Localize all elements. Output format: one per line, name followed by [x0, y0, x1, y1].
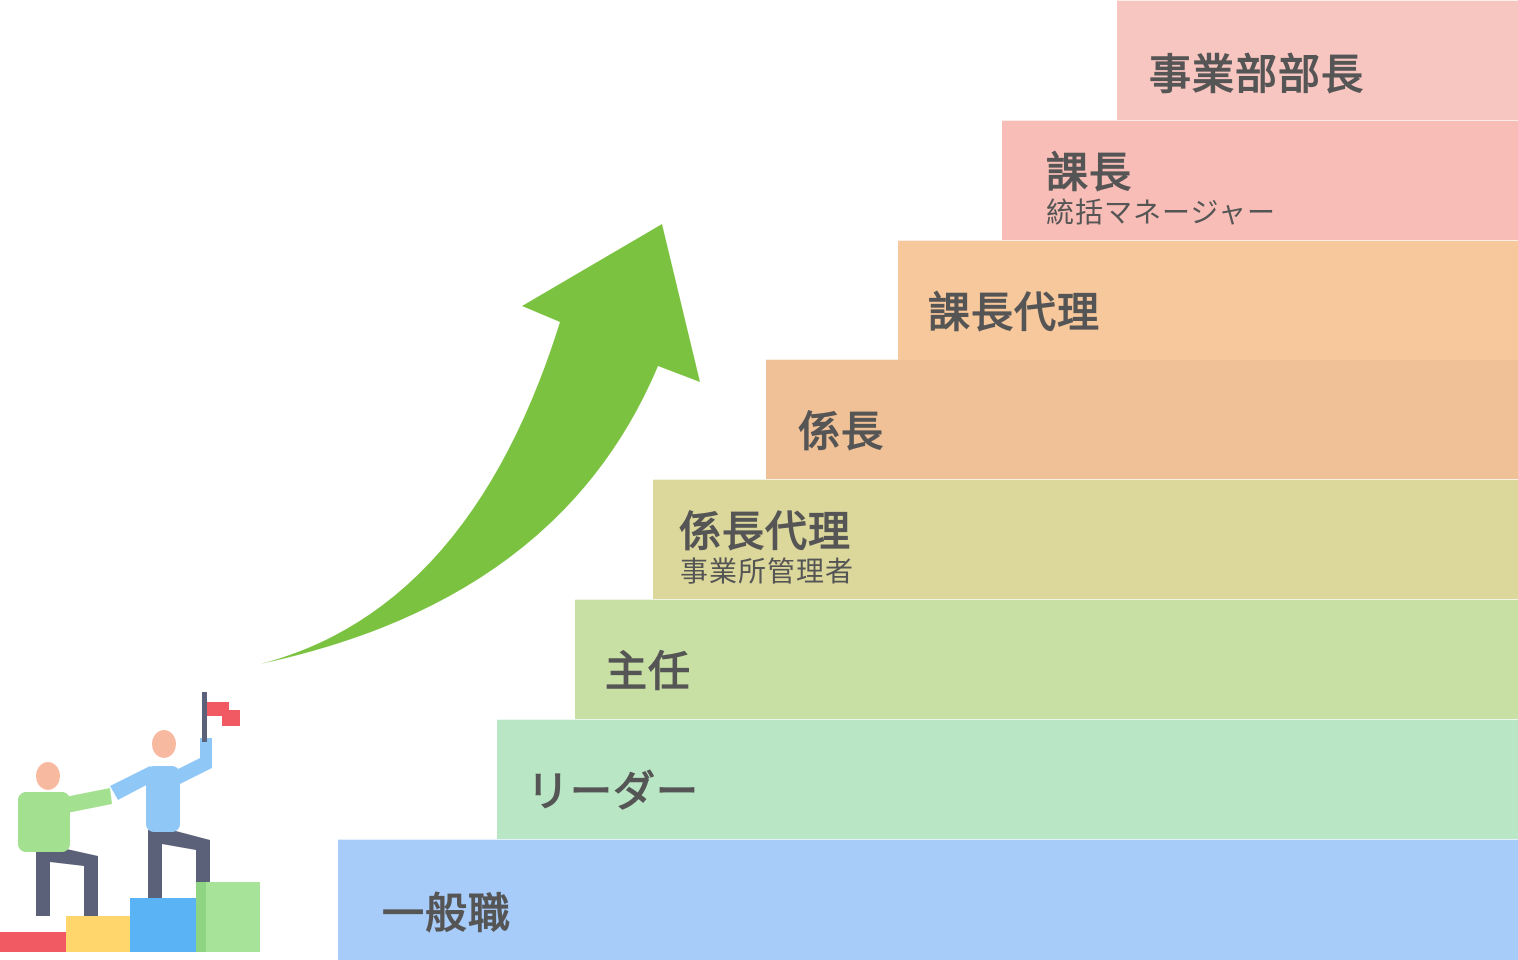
- career-step-subsection-chief: 係長: [766, 359, 1518, 479]
- step-title: 主任: [605, 647, 692, 696]
- step-title: 係長: [798, 407, 885, 456]
- career-step-deputy-manager: 課長代理: [898, 240, 1518, 360]
- step-title: 事業部部長: [1149, 50, 1365, 99]
- step-subtitle: 事業所管理者: [680, 555, 855, 588]
- step-title: 一般職: [382, 889, 512, 938]
- career-step-leader: リーダー: [497, 719, 1518, 839]
- step-title: 課長代理: [928, 288, 1101, 337]
- teamwork-climbing-icon: [0, 692, 260, 952]
- step-title: 課長: [1046, 148, 1133, 197]
- career-step-division-head: 事業部部長: [1117, 0, 1518, 120]
- step-subtitle: 統括マネージャー: [1046, 196, 1277, 229]
- career-step-chief: 主任: [575, 599, 1518, 719]
- step-title: 係長代理: [679, 507, 852, 556]
- step-title: リーダー: [527, 767, 700, 816]
- career-step-deputy-subsection-chief: 係長代理 事業所管理者: [653, 479, 1518, 599]
- career-step-manager: 課長 統括マネージャー: [1002, 120, 1518, 240]
- career-step-general: 一般職: [338, 839, 1518, 960]
